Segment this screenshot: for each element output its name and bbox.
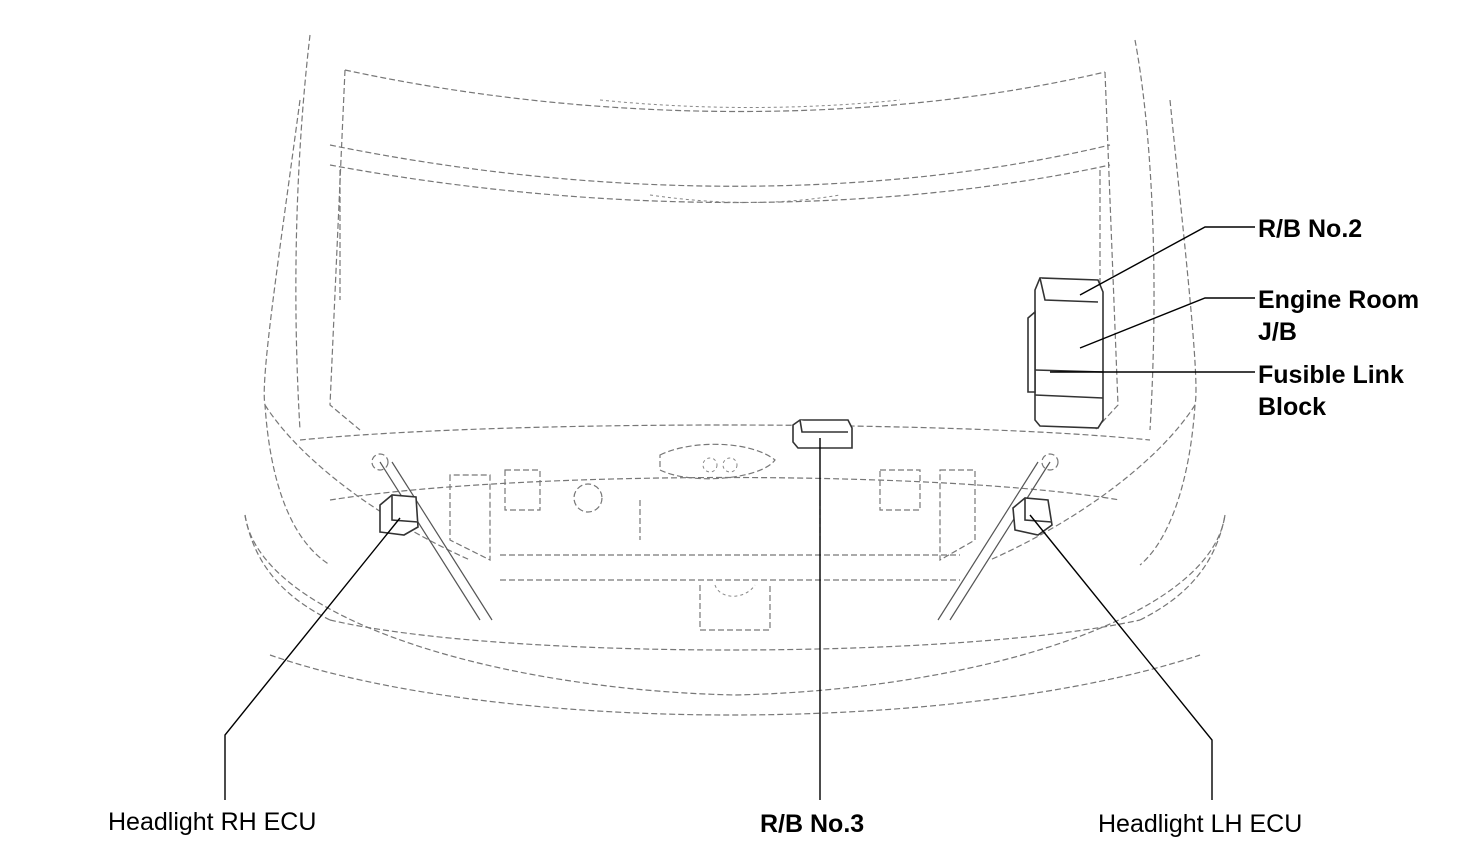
headlight-rh-ecu-box	[379, 494, 419, 536]
rb-no3-box	[792, 419, 853, 449]
hood-struts	[379, 461, 1051, 621]
leader-headlight-rh	[224, 517, 401, 800]
engine-room-jb-label-line1: Engine Room	[1258, 286, 1420, 314]
rb-no2-label: R/B No.2	[1258, 215, 1363, 243]
headlight-lh-ecu-label: Headlight LH ECU	[1098, 810, 1303, 838]
fusible-link-block-label-line1: Fusible Link	[1258, 361, 1404, 389]
relay-block-stack	[1027, 277, 1104, 429]
rb-no3-label: R/B No.3	[760, 810, 865, 838]
hood-outline	[295, 34, 1155, 431]
leader-rb-no2	[1079, 226, 1255, 296]
leader-engine-room-jb	[1079, 297, 1255, 349]
headlight-lh-ecu-box	[1012, 497, 1053, 536]
fusible-link-block-label-line2: Block	[1258, 393, 1327, 421]
leader-lines	[224, 226, 1255, 800]
leader-headlight-lh	[1029, 514, 1213, 800]
engine-room-jb-label-line2: J/B	[1258, 318, 1297, 346]
front-body-outline	[244, 99, 1226, 716]
headlight-rh-ecu-label: Headlight RH ECU	[108, 808, 317, 836]
engine-details	[371, 443, 1059, 631]
